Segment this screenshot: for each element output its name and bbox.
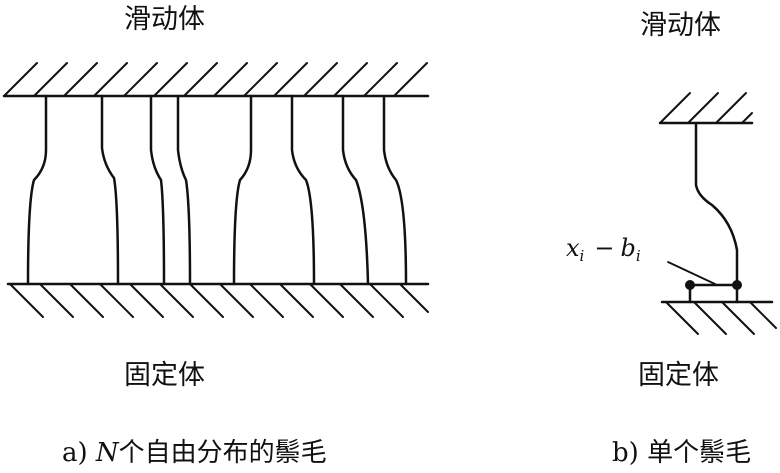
deflection-label: xi−bi bbox=[566, 236, 641, 264]
deflection-b: b bbox=[620, 234, 636, 262]
panel-a-caption-var: N bbox=[95, 438, 119, 468]
panel-a-sliding-body bbox=[2, 62, 430, 98]
panel-b-sliding-body bbox=[658, 92, 754, 125]
bristle-8 bbox=[382, 94, 408, 286]
panel-b-fixed-body bbox=[660, 300, 777, 335]
panel-b-caption-text: 单个鬃毛 bbox=[647, 438, 752, 468]
panel-a-top-hatching bbox=[3, 62, 428, 97]
deflection-b-sub: i bbox=[635, 247, 641, 265]
leader-line bbox=[667, 261, 716, 285]
panel-a-bottom-label: 固定体 bbox=[124, 360, 205, 391]
bristle-6 bbox=[290, 94, 316, 286]
panel-a-bottom-hatching bbox=[9, 283, 429, 318]
pivot-point-left bbox=[685, 280, 695, 290]
bristle-4 bbox=[176, 94, 192, 286]
bristle-7 bbox=[341, 94, 370, 286]
deflection-x: x bbox=[566, 234, 580, 262]
bristle-5 bbox=[232, 94, 253, 286]
panel-b-top-label: 滑动体 bbox=[640, 10, 721, 41]
panel-b-bottom-label: 固定体 bbox=[638, 360, 719, 391]
panel-a-top-label: 滑动体 bbox=[124, 4, 205, 35]
bristle-3 bbox=[149, 94, 166, 286]
single-bristle bbox=[694, 121, 739, 287]
bristle-2 bbox=[100, 94, 120, 286]
panel-a-caption: a) N个自由分布的鬃毛 bbox=[62, 440, 327, 466]
deflection-indicator bbox=[667, 261, 739, 304]
panel-b-caption-prefix: b) bbox=[612, 438, 639, 468]
bristle-1 bbox=[26, 94, 48, 286]
panel-b-caption: b) 单个鬃毛 bbox=[612, 440, 751, 466]
panel-b-top-hatching bbox=[659, 92, 753, 124]
pivot-point-right bbox=[732, 280, 742, 290]
deflection-x-sub: i bbox=[579, 247, 585, 265]
deflection-minus: − bbox=[594, 234, 615, 262]
panel-b-bottom-hatching bbox=[665, 301, 777, 335]
panel-a-fixed-body bbox=[6, 282, 430, 318]
panel-a-caption-prefix: a) bbox=[62, 438, 88, 468]
panel-a-caption-text: 个自由分布的鬃毛 bbox=[118, 438, 327, 468]
panel-a-bristles bbox=[26, 94, 408, 286]
